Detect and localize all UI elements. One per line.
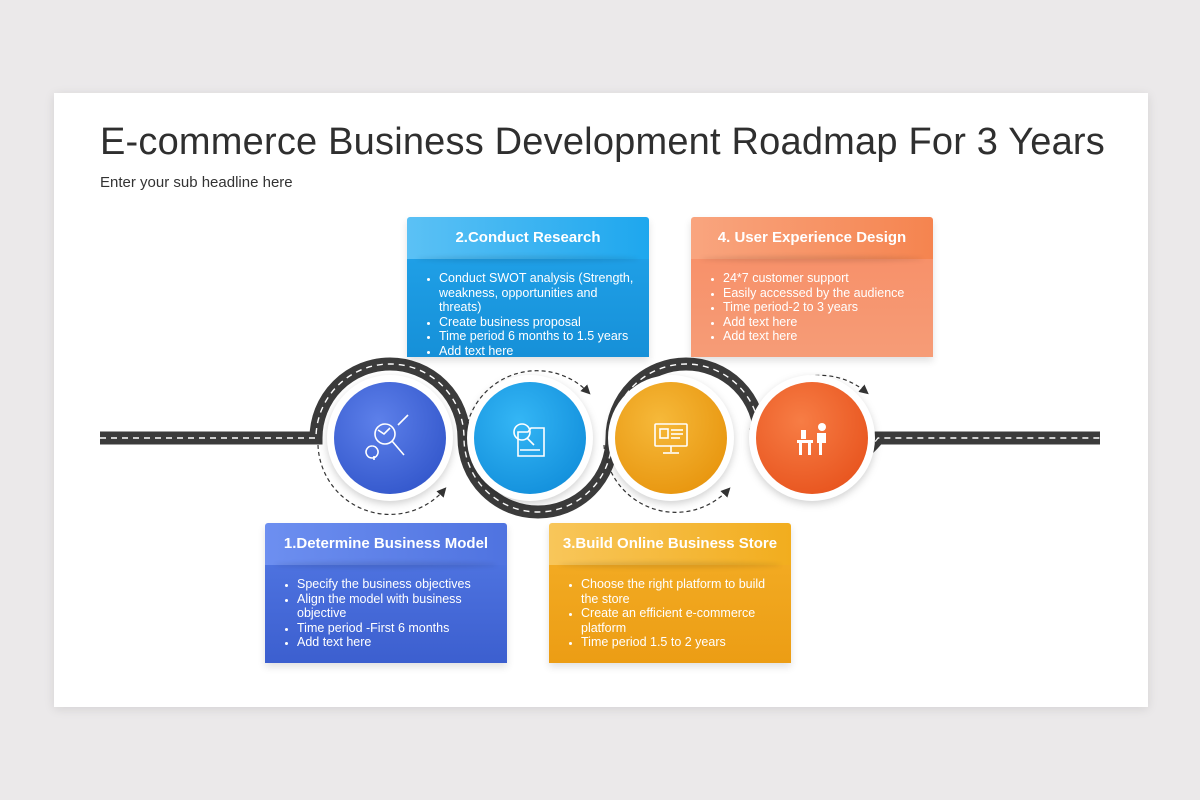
step-card-3-bullets: Choose the right platform to build the s… (549, 565, 791, 650)
step-card-4-heading: 4. User Experience Design (691, 217, 933, 259)
step-card-1-heading: 1.Determine Business Model (265, 523, 507, 565)
step-card-1: 1.Determine Business Model Specify the b… (265, 523, 507, 663)
step-card-3-body: Choose the right platform to build the s… (549, 565, 791, 663)
step-card-1-bullets: Specify the business objectives Align th… (265, 565, 507, 650)
arrow-step2 (465, 370, 591, 431)
step-card-2: 2.Conduct Research Conduct SWOT analysis… (407, 217, 649, 357)
online-store-monitor-icon (654, 423, 688, 454)
bullet-item: Add text here (297, 635, 499, 650)
bullet-item: Choose the right platform to build the s… (581, 577, 783, 606)
step-circle-1 (327, 375, 453, 501)
bullet-item: Time period -First 6 months (297, 621, 499, 636)
page-title: E-commerce Business Development Roadmap … (100, 121, 1105, 163)
bullet-item: Conduct SWOT analysis (Strength, weaknes… (439, 271, 641, 315)
research-folder-magnifier-icon (513, 423, 545, 457)
bullet-item: Easily accessed by the audience (723, 286, 925, 301)
step-card-1-body: Specify the business objectives Align th… (265, 565, 507, 663)
bullet-item: Time period-2 to 3 years (723, 300, 925, 315)
bullet-item: Create an efficient e-commerce platform (581, 606, 783, 635)
page-subtitle: Enter your sub headline here (100, 174, 293, 191)
bullet-item: Add text here (439, 344, 641, 357)
bullet-item: 24*7 customer support (723, 271, 925, 286)
user-at-desk-icon (797, 423, 826, 455)
step-card-4-bullets: 24*7 customer support Easily accessed by… (691, 259, 933, 344)
step-card-4: 4. User Experience Design 24*7 customer … (691, 217, 933, 357)
step-circle-2 (467, 375, 593, 501)
road-path (100, 357, 1100, 519)
bullet-item: Create business proposal (439, 315, 641, 330)
arrow-step3 (603, 444, 731, 513)
bullet-item: Add text here (723, 329, 925, 344)
bullet-item: Add text here (723, 315, 925, 330)
step-card-4-body: 24*7 customer support Easily accessed by… (691, 259, 933, 357)
bullet-item: Time period 1.5 to 2 years (581, 635, 783, 650)
step-card-3-heading: 3.Build Online Business Store (549, 523, 791, 565)
bullet-item: Time period 6 months to 1.5 years (439, 329, 641, 344)
business-model-tools-icon (365, 414, 409, 460)
step-card-3: 3.Build Online Business Store Choose the… (549, 523, 791, 663)
bullet-item: Specify the business objectives (297, 577, 499, 592)
bullet-item: Align the model with business objective (297, 592, 499, 621)
step-card-2-heading: 2.Conduct Research (407, 217, 649, 259)
arrow-step1 (317, 444, 447, 516)
step-circle-4 (749, 375, 875, 501)
step-card-2-bullets: Conduct SWOT analysis (Strength, weaknes… (407, 259, 649, 357)
step-card-2-body: Conduct SWOT analysis (Strength, weaknes… (407, 259, 649, 357)
